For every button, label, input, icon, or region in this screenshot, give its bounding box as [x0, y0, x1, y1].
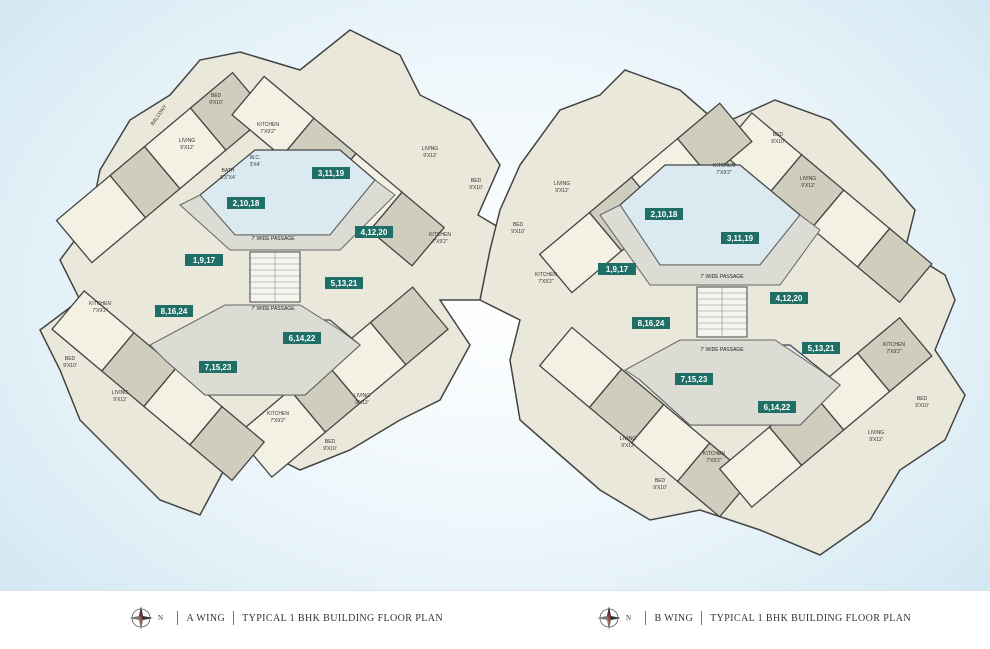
a-unit-tag-1-9-17: 1,9,17 [193, 256, 216, 265]
a-wing-plan: 7' WIDE PASSAGE 7' WIDE PASSAGE BED 9'X1… [39, 29, 521, 516]
a-wing-kitchen-label: KITCHEN [257, 122, 279, 128]
b-wing-bed-2-dim: 9'X10' [511, 229, 525, 235]
a-wing-kitchen-3-dim: 7'X9'2" [92, 308, 108, 314]
a-wing-kitchen-4-dim: 7'X9'2" [270, 418, 286, 424]
a-wing-kitchen-dim: 7'X9'2" [260, 129, 276, 135]
a-wing-bed-3-dim: 9'X10' [63, 363, 77, 369]
a-wing-passage-label-top: 7' WIDE PASSAGE [251, 236, 295, 242]
a-wing-living-4-dim: 9'X12' [355, 400, 369, 406]
compass-north-label: N [158, 614, 164, 622]
b-unit-tag-2-10-18: 2,10,18 [651, 210, 678, 219]
b-wing-bed-4-label: BED [655, 478, 666, 484]
a-wing-bath-dim: 5'3"X4' [220, 175, 235, 181]
b-wing-bed-4-dim: 9'X10' [653, 485, 667, 491]
compass-icon [128, 605, 154, 631]
a-wing-bed-3-label: BED [65, 356, 76, 362]
plan-footer: N A WING TYPICAL 1 BHK BUILDING FLOOR PL… [0, 590, 990, 649]
b-wing-bed-3-dim: 9'X10' [915, 403, 929, 409]
b-wing-bed-dim: 9'X10' [771, 139, 785, 145]
b-wing-living-2-dim: 9'X12' [555, 188, 569, 194]
a-wing-kitchen-4-label: KITCHEN [267, 411, 289, 417]
a-wing-unit-tags: 3,11,19 2,10,18 4,12,20 1,9,17 5,13,21 8… [155, 167, 393, 373]
b-wing-plan-title: TYPICAL 1 BHK BUILDING FLOOR PLAN [710, 612, 911, 624]
a-unit-tag-3-11-19: 3,11,19 [318, 169, 345, 178]
caption-divider [701, 611, 703, 625]
b-wing-kitchen-3-dim: 7'X9'2" [886, 349, 902, 355]
a-wing-living-dim: 9'X12' [180, 145, 194, 151]
b-wing-living-3-dim: 9'X12' [869, 437, 883, 443]
b-wing-kitchen-4-dim: 7'X9'2" [706, 458, 722, 464]
a-unit-tag-4-12-20: 4,12,20 [361, 228, 388, 237]
caption-divider [177, 611, 179, 625]
b-wing-bed-label: BED [773, 132, 784, 138]
a-wing-bed-dim: 9'X10' [209, 100, 223, 106]
b-unit-tag-3-11-19: 3,11,19 [727, 234, 754, 243]
a-wing-living-4-label: LIVING [354, 393, 371, 399]
a-wing-bed-2-dim: 9'X10' [469, 185, 483, 191]
a-wing-bed-4-dim: 9'X10' [323, 446, 337, 452]
compass-north-label: N [626, 614, 632, 622]
b-wing-passage-label-top: 7' WIDE PASSAGE [700, 274, 744, 280]
b-wing-living-3-label: LIVING [868, 430, 885, 436]
b-wing-kitchen-4-label: KITCHEN [703, 451, 725, 457]
a-wing-living-3-label: LIVING [112, 390, 129, 396]
b-unit-tag-4-12-20: 4,12,20 [776, 294, 803, 303]
a-wing-kitchen-3-label: KITCHEN [89, 301, 111, 307]
a-wing-wc-dim: 3'X4' [250, 162, 261, 168]
b-wing-staircase [696, 286, 748, 338]
b-wing-kitchen-dim: 7'X9'2" [716, 170, 732, 176]
a-wing-plan-title: TYPICAL 1 BHK BUILDING FLOOR PLAN [242, 612, 443, 624]
a-wing-bath-label: BATH [222, 168, 235, 174]
a-wing-living-2-label: LIVING [422, 146, 439, 152]
b-wing-living-4-dim: 9'X12' [621, 443, 635, 449]
a-wing-living-label: LIVING [179, 138, 196, 144]
a-unit-tag-7-15-23: 7,15,23 [205, 363, 232, 372]
b-wing-caption: N B WING TYPICAL 1 BHK BUILDING FLOOR PL… [596, 605, 911, 631]
a-wing-wc-label: W.C. [250, 155, 261, 161]
a-unit-tag-5-13-21: 5,13,21 [331, 279, 358, 288]
a-wing-living-3-dim: 9'X12' [113, 397, 127, 403]
a-wing-bed-label: BED [211, 93, 222, 99]
b-wing-living-4-label: LIVING [620, 436, 637, 442]
b-unit-tag-6-14-22: 6,14,22 [764, 403, 791, 412]
b-wing-title: B WING [654, 612, 694, 624]
a-wing-title: A WING [186, 612, 226, 624]
a-unit-tag-2-10-18: 2,10,18 [233, 199, 260, 208]
b-wing-plan: 7' WIDE PASSAGE 7' WIDE PASSAGE BED 9'X1… [479, 69, 966, 556]
b-wing-unit-tags: 2,10,18 3,11,19 1,9,17 4,12,20 8,16,24 5… [598, 208, 840, 413]
b-unit-tag-7-15-23: 7,15,23 [681, 375, 708, 384]
b-wing-living-label: LIVING [800, 176, 817, 182]
b-unit-tag-1-9-17: 1,9,17 [606, 265, 629, 274]
a-wing-kitchen-2-dim: 7'X9'2" [432, 239, 448, 245]
a-wing-bed-4-label: BED [325, 439, 336, 445]
a-wing-staircase [249, 251, 301, 303]
floor-plan-drawing: 7' WIDE PASSAGE 7' WIDE PASSAGE BED 9'X1… [39, 29, 966, 556]
a-wing-kitchen-2-label: KITCHEN [429, 232, 451, 238]
b-wing-bed-3-label: BED [917, 396, 928, 402]
caption-divider [233, 611, 235, 625]
a-wing-upper-passage [179, 179, 396, 251]
a-wing-passage-label-bottom: 7' WIDE PASSAGE [251, 306, 295, 312]
a-unit-tag-6-14-22: 6,14,22 [289, 334, 316, 343]
b-unit-tag-5-13-21: 5,13,21 [808, 344, 835, 353]
a-wing-living-2-dim: 9'X12' [423, 153, 437, 159]
b-wing-bed-2-label: BED [513, 222, 524, 228]
b-wing-upper-passage [599, 204, 821, 286]
a-wing-bed-2-label: BED [471, 178, 482, 184]
b-wing-kitchen-3-label: KITCHEN [883, 342, 905, 348]
b-wing-living-2-label: LIVING [554, 181, 571, 187]
compass-icon [596, 605, 622, 631]
b-wing-kitchen-label: KITCHEN [713, 163, 735, 169]
b-wing-passage-label-bottom: 7' WIDE PASSAGE [700, 347, 744, 353]
a-unit-tag-8-16-24: 8,16,24 [161, 307, 188, 316]
b-unit-tag-8-16-24: 8,16,24 [638, 319, 665, 328]
b-wing-kitchen-2-label: KITCHEN [535, 272, 557, 278]
b-wing-kitchen-2-dim: 7'X9'2" [538, 279, 554, 285]
b-wing-living-dim: 9'X12' [801, 183, 815, 189]
a-wing-caption: N A WING TYPICAL 1 BHK BUILDING FLOOR PL… [128, 605, 443, 631]
caption-divider [645, 611, 647, 625]
